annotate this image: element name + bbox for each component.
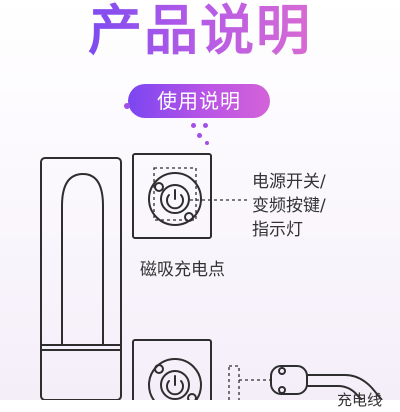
power-icon-lower [166, 375, 184, 396]
usage-instructions-text: 使用说明 [157, 89, 241, 113]
label-power-switch-line1: 电源开关/ [252, 172, 326, 192]
top-view-lower [132, 339, 270, 400]
device-outline [40, 157, 122, 400]
power-icon [166, 189, 184, 210]
usage-instructions-pill: 使用说明 [128, 84, 270, 118]
label-power-switch-line3: 指示灯 [252, 220, 303, 240]
page-title-text: 产品说明 [88, 0, 312, 62]
charging-cable [270, 365, 383, 400]
product-diagram [40, 153, 383, 400]
label-power-switch-line2: 变频按键/ [252, 196, 326, 216]
label-magnetic-charge: 磁吸充电点 [140, 260, 225, 280]
top-view-upper [132, 153, 250, 239]
page-title: 产品说明 [0, 0, 400, 70]
label-charge-cable: 充电线 [337, 391, 383, 409]
